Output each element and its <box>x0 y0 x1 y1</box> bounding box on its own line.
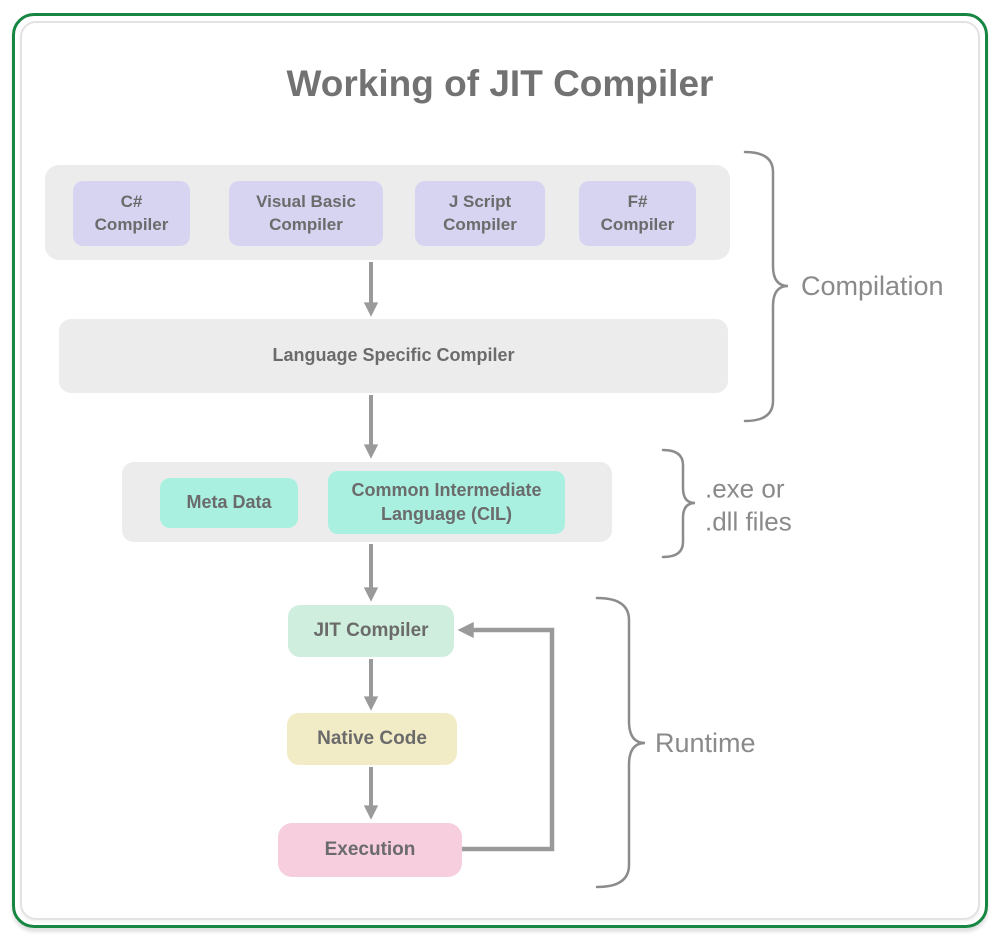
node-jit-compiler: JIT Compiler <box>288 605 454 657</box>
node-fsharp-compiler: F# Compiler <box>579 181 696 246</box>
node-visual-basic-compiler: Visual Basic Compiler <box>229 181 383 246</box>
node-csharp-compiler: C# Compiler <box>73 181 190 246</box>
node-cil: Common Intermediate Language (CIL) <box>328 471 565 534</box>
node-jscript-compiler: J Script Compiler <box>415 181 545 246</box>
runtime-label: Runtime <box>655 728 756 759</box>
compilation-label: Compilation <box>801 271 944 302</box>
outer-green-frame <box>12 13 988 928</box>
page-title: Working of JIT Compiler <box>286 63 714 104</box>
node-native-code: Native Code <box>287 713 457 765</box>
output-files-label: .exe or .dll files <box>705 473 792 537</box>
node-execution: Execution <box>278 823 462 877</box>
node-meta-data: Meta Data <box>160 478 298 528</box>
node-language-specific-compiler: Language Specific Compiler <box>59 319 728 393</box>
